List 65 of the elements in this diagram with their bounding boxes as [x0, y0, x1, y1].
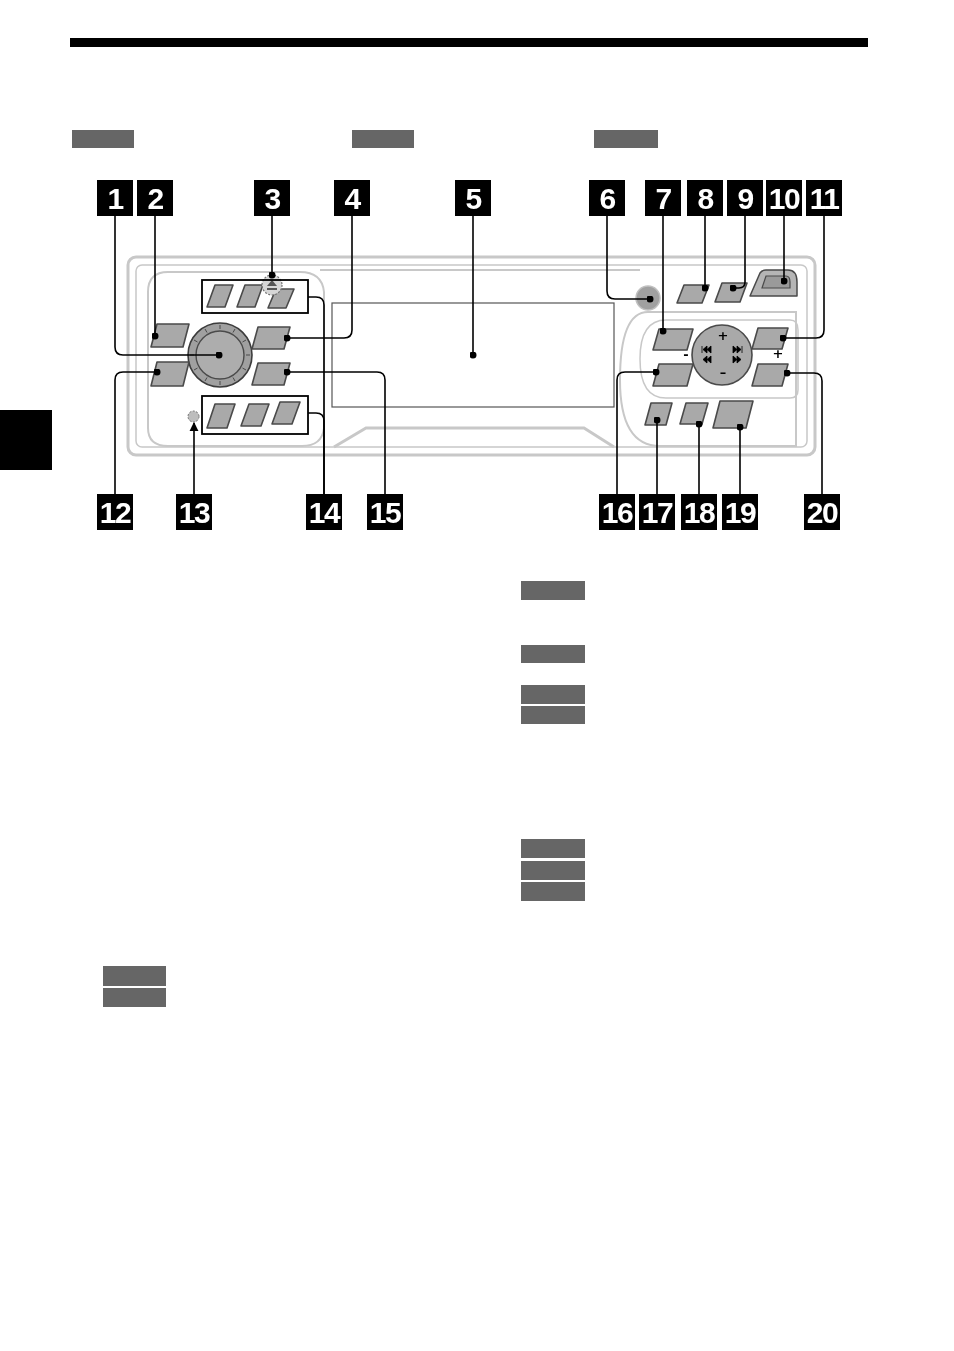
callout-number: 10: [766, 180, 802, 216]
panel-button: [712, 400, 754, 429]
panel-button: [251, 362, 291, 386]
leader-line: [268, 215, 276, 279]
callout-number: 17: [639, 494, 675, 530]
leader-line: [701, 215, 709, 292]
leader-line: [283, 368, 386, 495]
callout-number: 11: [806, 180, 842, 216]
release-button: [749, 269, 798, 297]
callout-number: 1: [97, 180, 133, 216]
panel-button: [751, 363, 789, 387]
leader-line: [779, 215, 825, 342]
callout-number: 7: [645, 180, 681, 216]
minus-sign: –: [718, 366, 728, 380]
callout-number: 15: [367, 494, 403, 530]
callout-number: 6: [589, 180, 625, 216]
callout-number: 12: [97, 494, 133, 530]
leader-line: [283, 215, 353, 342]
leader-line: [151, 215, 159, 340]
leader-line: [114, 368, 161, 495]
callout-number: 19: [722, 494, 758, 530]
panel-button: [679, 402, 709, 425]
small-hole: [187, 410, 200, 423]
button-group-frame: [201, 279, 309, 314]
callout-number: 9: [727, 180, 763, 216]
eject-button: [261, 274, 283, 296]
rotary-dial: [187, 322, 253, 388]
leader-line: [780, 215, 788, 285]
round-button: [635, 285, 661, 311]
callout-number: 14: [306, 494, 342, 530]
leader-line: [736, 423, 744, 495]
plus-sign: +: [717, 329, 729, 343]
callout-number: 18: [681, 494, 717, 530]
panel-button: [652, 363, 694, 387]
leader-line: [729, 215, 746, 292]
leader-line: [695, 420, 703, 495]
panel-button: [751, 327, 789, 350]
leader-line: [783, 369, 823, 495]
leader-line: [606, 215, 654, 303]
panel-button: [714, 282, 748, 303]
minus-sign: -: [682, 348, 690, 362]
callout-number: 13: [176, 494, 212, 530]
panel-button: [644, 402, 673, 426]
plus-sign: +: [772, 347, 784, 361]
callout-number: 3: [254, 180, 290, 216]
leader-line: [659, 215, 667, 335]
panel-button: [150, 361, 190, 387]
leader-line: [114, 215, 223, 359]
display-window: [331, 302, 615, 408]
leader-line: [307, 412, 325, 495]
callout-number: 16: [599, 494, 635, 530]
leader-line: [653, 416, 661, 495]
button-group-frame: [201, 395, 309, 435]
callout-number: 2: [137, 180, 173, 216]
callout-number: 5: [455, 180, 491, 216]
panel-button: [652, 328, 694, 351]
callout-number: 20: [804, 494, 840, 530]
panel-button: [150, 323, 190, 348]
panel-button: [676, 284, 710, 304]
leader-line: [469, 215, 477, 359]
leader-line: [189, 422, 199, 495]
callout-number: 4: [334, 180, 370, 216]
callout-number: 8: [687, 180, 723, 216]
leader-line: [616, 368, 660, 495]
panel-button: [251, 326, 291, 350]
